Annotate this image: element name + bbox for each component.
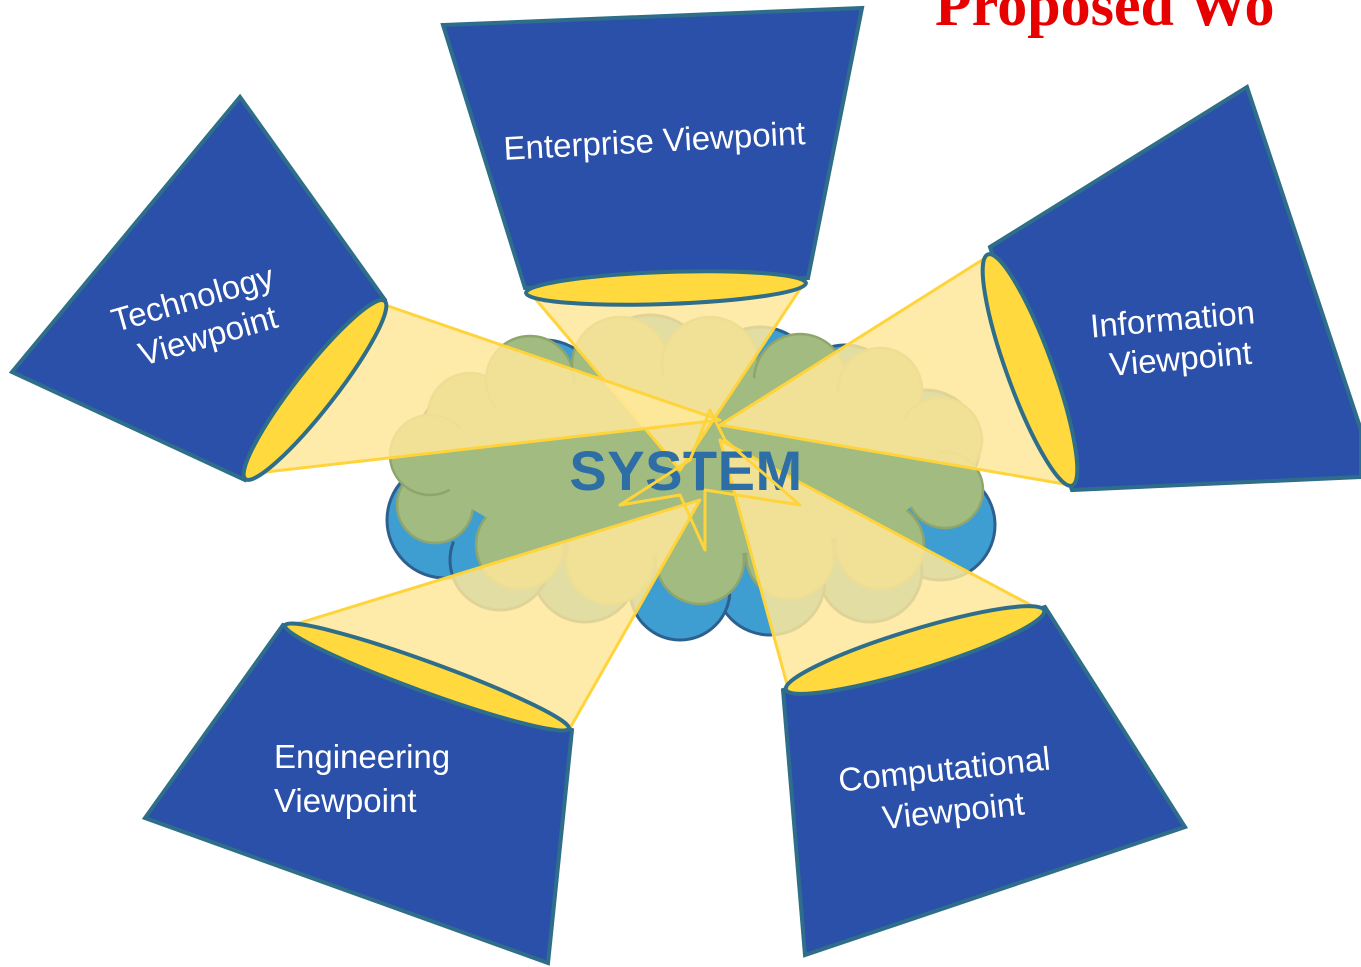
technology-viewpoint-camera: Technology Viewpoint xyxy=(8,93,389,483)
engineering-lens xyxy=(283,621,571,733)
slide-title: Proposed Wo xyxy=(935,0,1275,38)
computational-lens xyxy=(783,604,1047,696)
information-viewpoint-label: Information Viewpoint xyxy=(1089,293,1269,385)
engineering-viewpoint-camera: Engineering Viewpoint xyxy=(141,621,575,966)
enterprise-viewpoint-camera: Enterprise Viewpoint xyxy=(440,5,865,307)
information-lens xyxy=(980,252,1080,488)
convergence-star-icon xyxy=(618,408,802,552)
technology-lens xyxy=(241,298,389,482)
computational-viewpoint-camera: Computational Viewpoint xyxy=(780,604,1189,958)
information-viewpoint-camera: Information Viewpoint xyxy=(980,83,1361,493)
engineering-viewpoint-label: Engineering Viewpoint xyxy=(274,738,459,819)
system-label: SYSTEM xyxy=(569,439,802,502)
enterprise-lens xyxy=(524,269,808,307)
